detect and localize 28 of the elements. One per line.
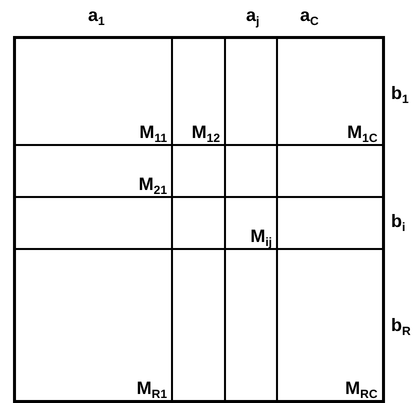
matrix-cell bbox=[172, 197, 225, 249]
row-label: b$_{i}$ bbox=[391, 212, 406, 230]
matrix-cell bbox=[225, 36, 277, 145]
matrix-cell bbox=[277, 145, 384, 197]
cell-label: M$_{1C}$ bbox=[347, 123, 378, 143]
matrix-cell bbox=[172, 36, 225, 145]
matrix-cell bbox=[12, 197, 172, 249]
cell-label: M$_{21}$ bbox=[138, 175, 167, 195]
matrix-cell bbox=[225, 145, 277, 197]
column-label: a$_{1}$ bbox=[88, 6, 105, 24]
matrix-cell bbox=[12, 249, 172, 402]
row-label: b$_{R}$ bbox=[391, 316, 411, 334]
cell-label: M$_{ij}$ bbox=[250, 227, 272, 247]
matrix-cell bbox=[277, 249, 384, 402]
cell-label: M$_{12}$ bbox=[192, 123, 220, 143]
row-label: b$_{1}$ bbox=[391, 84, 409, 102]
matrix-cell bbox=[12, 36, 172, 145]
cell-label: M$_{11}$ bbox=[139, 123, 167, 143]
column-label: a$_{C}$ bbox=[300, 6, 319, 24]
matrix-cell bbox=[277, 36, 384, 145]
matrix-cell bbox=[12, 145, 172, 197]
cell-label: M$_{R1}$ bbox=[136, 378, 167, 398]
matrix-cell bbox=[225, 249, 277, 402]
matrix-cell bbox=[277, 197, 384, 249]
cell-label: M$_{RC}$ bbox=[345, 378, 378, 398]
matrix-cell bbox=[172, 145, 225, 197]
matrix-cell bbox=[172, 249, 225, 402]
matrix-cell bbox=[225, 197, 277, 249]
